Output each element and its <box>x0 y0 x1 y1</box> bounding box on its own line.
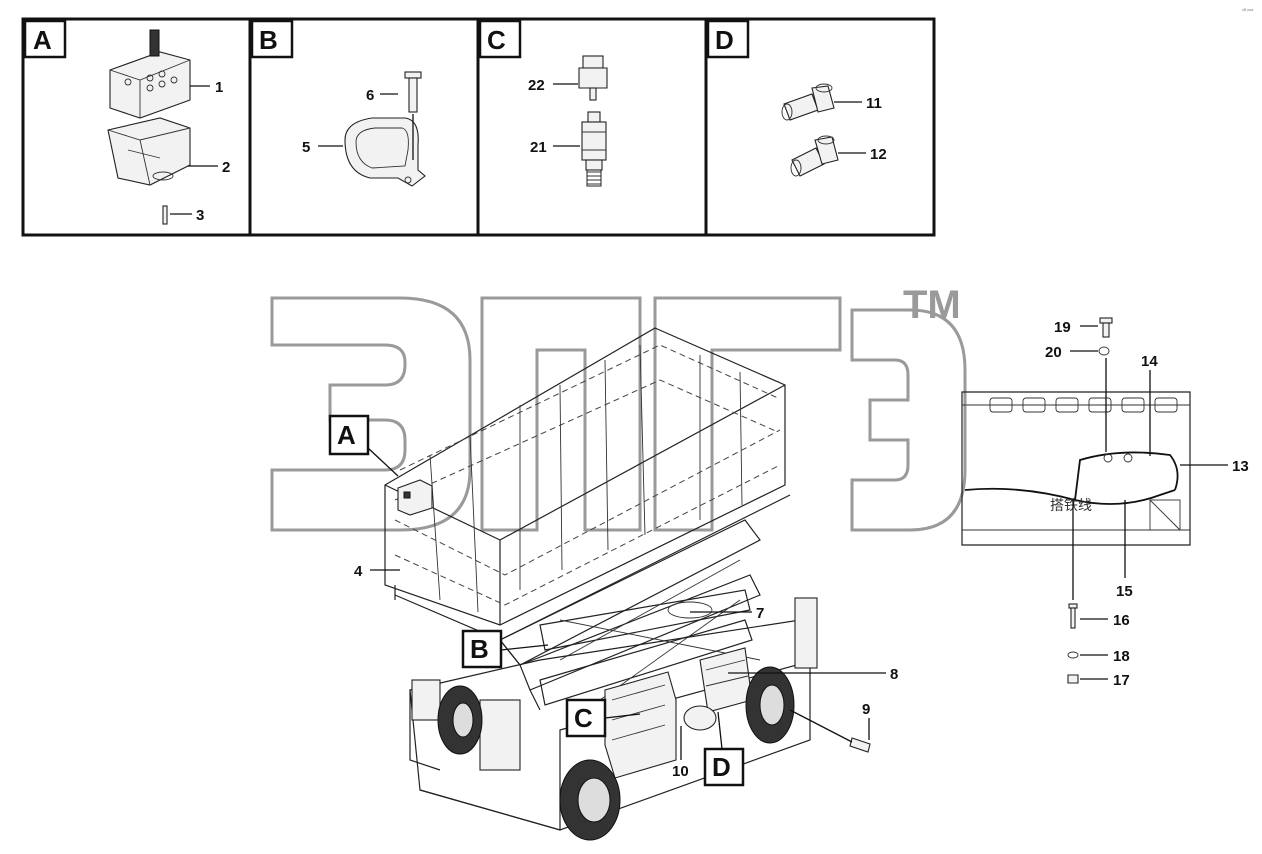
svg-text:D: D <box>712 752 731 782</box>
nut-17 <box>1067 674 1079 684</box>
detail-box-d-label: D <box>715 25 734 55</box>
detail-box-b: B 6 5 <box>250 19 426 187</box>
ground-wire-label: 搭铁线 <box>1050 498 1092 514</box>
elbow-fitting-12 <box>790 135 839 177</box>
callout-20: 20 <box>1045 344 1062 361</box>
callout-12: 12 <box>870 146 887 163</box>
screw-3 <box>162 205 168 225</box>
view-label-c: C <box>565 698 641 738</box>
callout-17: 17 <box>1113 672 1130 689</box>
callout-3: 3 <box>196 207 204 224</box>
joystick-controller <box>109 29 191 119</box>
callout-1: 1 <box>215 79 223 96</box>
lock-washer-20 <box>1098 346 1110 356</box>
callout-15: 15 <box>1116 583 1133 600</box>
bolt-6 <box>404 71 422 113</box>
callout-2: 2 <box>222 159 230 176</box>
side-view-slots <box>989 397 1181 531</box>
detail-panel <box>21 17 936 237</box>
side-view: 搭铁线 19 20 14 13 15 16 <box>961 317 1249 689</box>
callout-10: 10 <box>672 763 689 780</box>
view-label-b: B <box>461 629 549 669</box>
scissor-lift-view: A B C D 4 7 8 9 10 <box>328 327 898 841</box>
wheels <box>437 666 795 841</box>
callout-11: 11 <box>866 95 882 112</box>
chassis <box>409 597 818 831</box>
callout-8: 8 <box>890 666 898 683</box>
svg-text:B: B <box>470 634 489 664</box>
washer-18 <box>1067 651 1079 659</box>
detail-box-a-label: A <box>33 25 52 55</box>
callout-18: 18 <box>1113 648 1130 665</box>
detail-box-b-label: B <box>259 25 278 55</box>
callout-6: 6 <box>366 87 374 104</box>
ground-wire <box>964 451 1179 505</box>
callout-21: 21 <box>530 139 547 156</box>
p-clamp-5 <box>344 117 426 187</box>
callout-13: 13 <box>1232 458 1249 475</box>
callout-9: 9 <box>862 701 870 718</box>
detail-box-c-label: C <box>487 25 506 55</box>
svg-text:C: C <box>574 703 593 733</box>
elbow-fitting-11 <box>781 83 835 121</box>
detail-box-a: A 1 2 3 <box>23 19 230 225</box>
bolt-9 <box>789 709 871 753</box>
callout-4: 4 <box>354 563 363 580</box>
view-label-d: D <box>703 711 745 787</box>
platform-control-box <box>397 479 433 516</box>
callout-19: 19 <box>1054 319 1071 336</box>
scissor-arms <box>499 519 761 711</box>
bolt-19 <box>1099 317 1113 338</box>
controller-bracket <box>107 117 191 186</box>
trademark-symbol: TM <box>903 283 961 327</box>
callout-22: 22 <box>528 77 545 94</box>
pressure-switch-22 <box>578 55 608 101</box>
detail-box-d: D 11 12 <box>706 19 887 177</box>
callout-7: 7 <box>756 605 764 622</box>
pressure-sensor-21 <box>581 111 607 187</box>
view-label-a: A <box>328 414 399 477</box>
callout-14: 14 <box>1141 353 1158 370</box>
callout-5: 5 <box>302 139 310 156</box>
callout-16: 16 <box>1113 612 1130 629</box>
watermark: TM <box>270 283 967 532</box>
svg-text:A: A <box>337 420 356 450</box>
bolt-16 <box>1068 603 1078 629</box>
corner-mark: ᵒᴰ ᵖᵒᵃ <box>1242 8 1253 14</box>
detail-box-c: C 22 21 <box>478 19 608 187</box>
